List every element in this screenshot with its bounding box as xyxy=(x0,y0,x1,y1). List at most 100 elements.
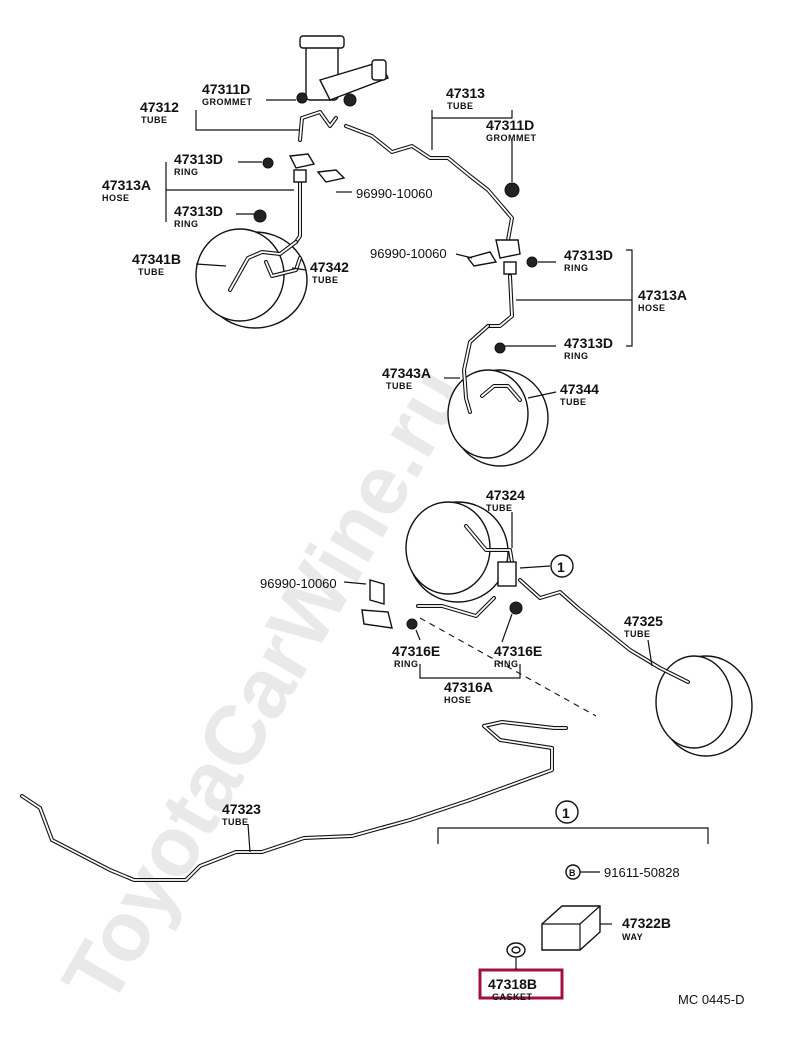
way-block xyxy=(541,905,601,951)
label-47325: 47325 TUBE xyxy=(624,613,663,639)
ring-icon xyxy=(509,601,523,615)
svg-text:47313A: 47313A xyxy=(102,177,151,193)
clip-icon xyxy=(369,579,385,605)
label-47316a: 47316A HOSE xyxy=(444,679,493,705)
leader-lines xyxy=(165,99,653,970)
svg-text:47311D: 47311D xyxy=(486,117,534,133)
svg-text:RING: RING xyxy=(564,351,589,361)
detail-ref-label: 1 xyxy=(562,805,570,821)
label-47318b: 47318B GASKET xyxy=(488,976,537,1002)
label-91611: 91611-50828 xyxy=(604,865,680,880)
svg-text:GROMMET: GROMMET xyxy=(202,97,253,107)
detail-bracket xyxy=(437,800,709,844)
svg-text:RING: RING xyxy=(394,659,419,669)
svg-text:47323: 47323 xyxy=(222,801,261,817)
svg-text:GASKET: GASKET xyxy=(492,992,533,1002)
grommet-icon xyxy=(504,182,520,198)
ring-icon xyxy=(526,256,538,268)
label-96990-c: 96990-10060 xyxy=(260,576,337,591)
ref-circle-label: 1 xyxy=(557,559,565,575)
svg-text:47342: 47342 xyxy=(310,259,349,275)
label-47313: 47313 TUBE xyxy=(446,85,485,111)
label-47313a-right: 47313A HOSE xyxy=(638,287,687,313)
watermark: ToyotaCarWine.ru xyxy=(44,352,484,1019)
clip-icon xyxy=(288,153,316,169)
svg-text:RING: RING xyxy=(174,167,199,177)
label-47324: 47324 TUBE xyxy=(486,487,525,513)
svg-text:47344: 47344 xyxy=(560,381,599,397)
svg-text:RING: RING xyxy=(564,263,589,273)
svg-text:47316E: 47316E xyxy=(494,643,542,659)
svg-text:TUBE: TUBE xyxy=(624,629,651,639)
svg-text:47341B: 47341B xyxy=(132,251,181,267)
svg-text:47313D: 47313D xyxy=(564,335,613,351)
ring-icon xyxy=(494,342,506,354)
svg-text:RING: RING xyxy=(174,219,199,229)
front-left-drum xyxy=(195,228,308,329)
svg-text:47313: 47313 xyxy=(446,85,485,101)
tube-47323 xyxy=(20,720,568,882)
svg-text:47313A: 47313A xyxy=(638,287,687,303)
svg-text:47313D: 47313D xyxy=(174,203,223,219)
svg-text:47322B: 47322B xyxy=(622,915,671,931)
svg-text:47318B: 47318B xyxy=(488,976,537,992)
highlight-box xyxy=(478,968,564,1000)
label-47313d-d: 47313D RING xyxy=(564,335,613,361)
svg-text:WAY: WAY xyxy=(622,932,643,942)
label-47312: 47312 TUBE xyxy=(140,99,179,125)
svg-text:TUBE: TUBE xyxy=(141,115,168,125)
svg-text:TUBE: TUBE xyxy=(386,381,413,391)
label-47341b: 47341B TUBE xyxy=(132,251,181,277)
svg-text:HOSE: HOSE xyxy=(638,303,666,313)
svg-text:TUBE: TUBE xyxy=(447,101,474,111)
svg-text:47313D: 47313D xyxy=(564,247,613,263)
svg-text:47311D: 47311D xyxy=(202,81,250,97)
label-47311d-top: 47311D GROMMET xyxy=(202,81,253,107)
bolt-symbol: B xyxy=(569,868,576,878)
clip-icon xyxy=(495,239,521,259)
svg-text:TUBE: TUBE xyxy=(222,817,249,827)
label-47313a-left: 47313A HOSE xyxy=(102,177,151,203)
master-cylinder xyxy=(296,35,389,107)
ref-circle xyxy=(550,554,574,578)
label-47343a: 47343A TUBE xyxy=(382,365,431,391)
ring-icon xyxy=(253,209,267,223)
label-47316e-b: 47316E RING xyxy=(494,643,542,669)
front-right-drum xyxy=(447,324,549,467)
three-way-block xyxy=(497,561,517,587)
svg-text:47325: 47325 xyxy=(624,613,663,629)
svg-text:HOSE: HOSE xyxy=(102,193,130,203)
svg-text:HOSE: HOSE xyxy=(444,695,472,705)
svg-text:TUBE: TUBE xyxy=(560,397,587,407)
label-47322b: 47322B WAY xyxy=(622,915,671,942)
label-47323: 47323 TUBE xyxy=(222,801,261,827)
svg-text:47313D: 47313D xyxy=(174,151,223,167)
tube-47325 xyxy=(518,578,690,684)
clip-icon xyxy=(361,609,393,629)
label-47342: 47342 TUBE xyxy=(310,259,349,285)
label-96990-a: 96990-10060 xyxy=(356,186,433,201)
rear-left-drum xyxy=(405,501,514,603)
svg-text:47312: 47312 xyxy=(140,99,179,115)
label-47313d-a: 47313D RING xyxy=(174,151,223,177)
label-47313d-c: 47313D RING xyxy=(564,247,613,273)
svg-text:TUBE: TUBE xyxy=(486,503,513,513)
ring-icon xyxy=(262,157,274,169)
svg-text:47324: 47324 xyxy=(486,487,525,503)
svg-text:47316A: 47316A xyxy=(444,679,493,695)
svg-text:RING: RING xyxy=(494,659,519,669)
svg-text:TUBE: TUBE xyxy=(312,275,339,285)
label-47311d-right: 47311D GROMMET xyxy=(486,117,537,143)
svg-text:TUBE: TUBE xyxy=(138,267,165,277)
label-47316e-a: 47316E RING xyxy=(392,643,440,669)
label-47313d-b: 47313D RING xyxy=(174,203,223,229)
clip-icon xyxy=(316,169,346,183)
svg-text:GROMMET: GROMMET xyxy=(486,133,537,143)
svg-text:47316E: 47316E xyxy=(392,643,440,659)
diagram-code: MC 0445-D xyxy=(678,992,744,1007)
grommet-icon xyxy=(296,92,308,104)
label-47344: 47344 TUBE xyxy=(560,381,599,407)
ring-icon xyxy=(406,618,418,630)
label-96990-b: 96990-10060 xyxy=(370,246,447,261)
